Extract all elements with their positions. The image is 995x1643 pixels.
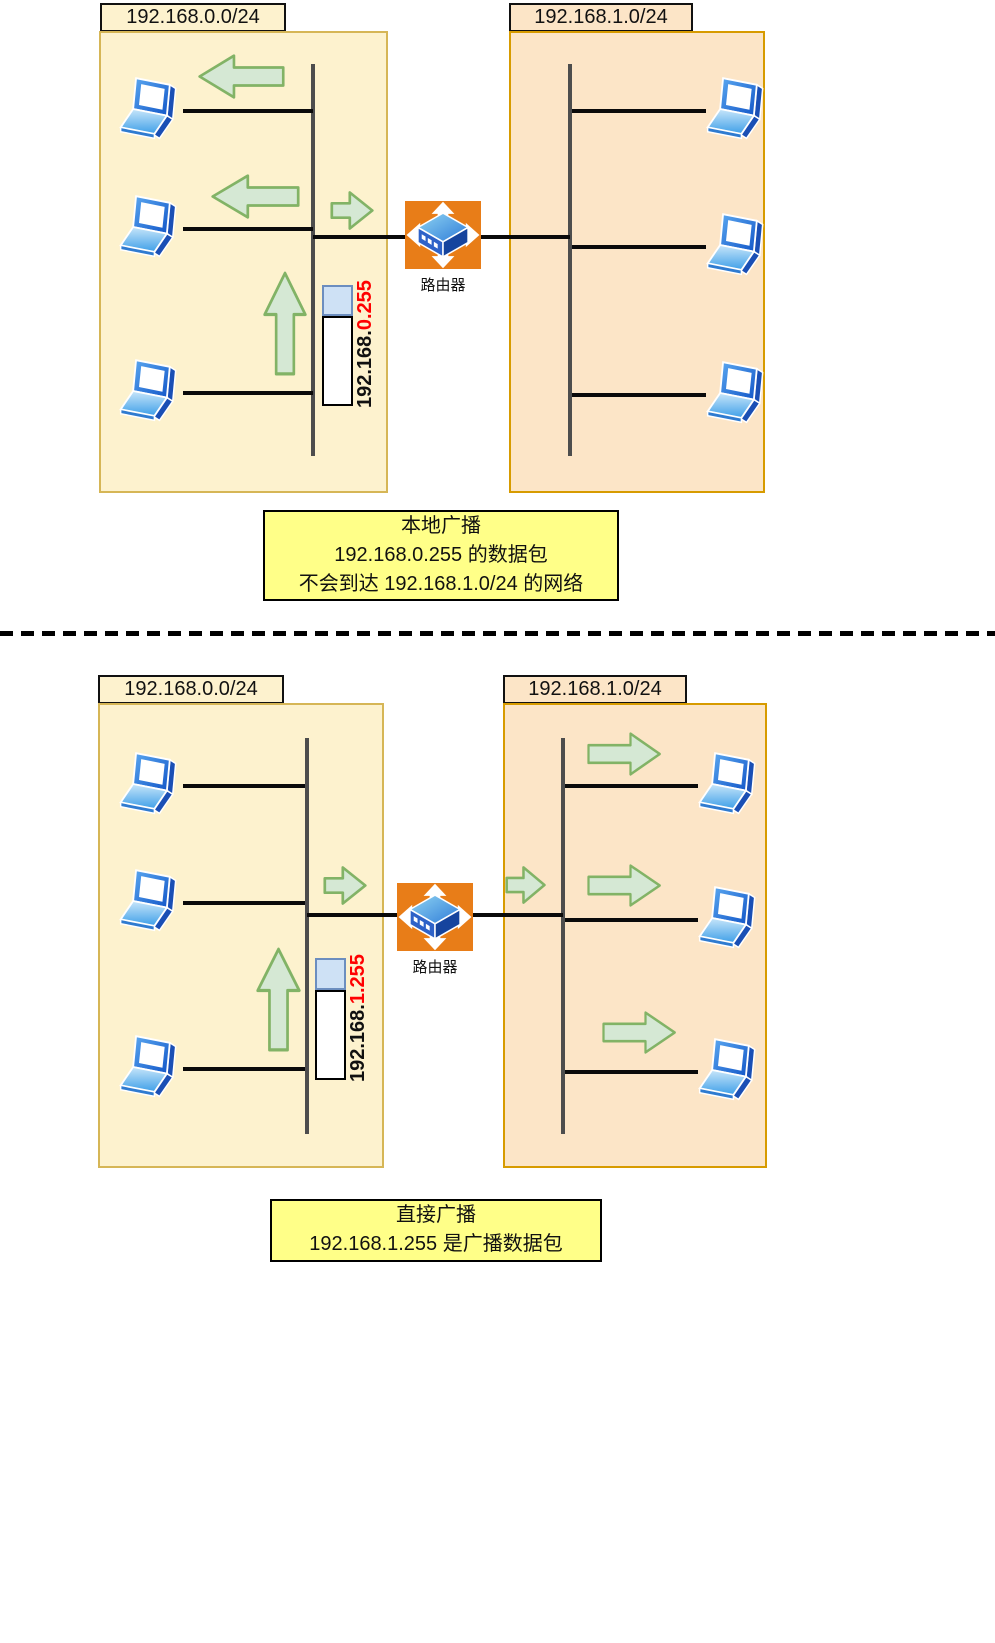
dashed-divider	[0, 631, 995, 636]
host-link	[183, 227, 313, 231]
laptop-icon	[119, 869, 177, 932]
broadcast-arrow-up-icon	[263, 271, 307, 376]
caption-line-3: 不会到达 192.168.1.0/24 的网络	[298, 573, 584, 595]
laptop-icon	[706, 213, 764, 276]
left-network-label: 192.168.0.0/24	[100, 3, 286, 32]
caption-box: 本地广播 192.168.0.255 的数据包 不会到达 192.168.1.0…	[263, 510, 619, 601]
laptop-icon	[119, 195, 177, 258]
packet-payload	[315, 990, 346, 1080]
broadcast-arrow-right-icon	[505, 866, 546, 904]
laptop-icon	[698, 1038, 756, 1101]
laptop-icon	[119, 359, 177, 422]
packet-header	[315, 958, 346, 990]
laptop-icon	[706, 77, 764, 140]
broadcast-arrow-left-icon	[211, 174, 300, 219]
host-link	[565, 1070, 698, 1074]
host-link	[183, 1067, 305, 1071]
right-ethernet-bus	[568, 64, 572, 456]
host-link	[572, 393, 706, 397]
broadcast-arrow-right-icon	[587, 864, 661, 907]
router-icon	[397, 883, 473, 951]
host-link	[183, 784, 305, 788]
broadcast-arrow-up-icon	[256, 947, 301, 1052]
packet-address-highlight: 0.255	[354, 280, 376, 331]
caption-line-1: 本地广播	[401, 515, 481, 537]
left-ethernet-bus	[305, 738, 309, 1134]
packet-address-highlight: 1.255	[347, 954, 369, 1005]
packet-address-prefix: 192.168.	[354, 330, 376, 408]
right-network-label: 192.168.1.0/24	[509, 3, 693, 32]
host-link	[565, 918, 698, 922]
caption-line-1: 直接广播	[396, 1204, 476, 1226]
packet-payload	[322, 316, 353, 406]
left-ethernet-bus	[311, 64, 315, 456]
router-label: 路由器	[412, 959, 458, 976]
broadcast-arrow-right-icon	[323, 866, 367, 905]
laptop-icon	[119, 752, 177, 815]
caption-line-2: 192.168.1.255 是广播数据包	[309, 1233, 563, 1255]
host-link	[183, 391, 313, 395]
laptop-icon	[698, 886, 756, 949]
laptop-icon	[119, 1035, 177, 1098]
host-link	[572, 109, 706, 113]
packet-address-prefix: 192.168.	[347, 1004, 369, 1082]
packet-address-label: 192.168.0.255	[354, 280, 377, 408]
left-network-label: 192.168.0.0/24	[98, 675, 284, 704]
host-link	[183, 109, 313, 113]
router-icon	[405, 201, 481, 269]
host-link	[572, 245, 706, 249]
host-link	[565, 784, 698, 788]
broadcast-arrow-left-icon	[198, 54, 285, 99]
packet-address-label: 192.168.1.255	[347, 954, 370, 1082]
broadcast-arrow-right-icon	[602, 1011, 676, 1054]
caption-line-2: 192.168.0.255 的数据包	[334, 544, 548, 566]
laptop-icon	[706, 361, 764, 424]
caption-box: 直接广播 192.168.1.255 是广播数据包	[270, 1199, 602, 1262]
router-label: 路由器	[420, 277, 466, 294]
packet-header	[322, 285, 353, 316]
right-network-label: 192.168.1.0/24	[503, 675, 687, 704]
laptop-icon	[698, 752, 756, 815]
right-ethernet-bus	[561, 738, 565, 1134]
laptop-icon	[119, 77, 177, 140]
broadcast-arrow-right-icon	[587, 732, 661, 776]
broadcast-arrow-right-icon	[330, 191, 374, 230]
host-link	[183, 901, 305, 905]
